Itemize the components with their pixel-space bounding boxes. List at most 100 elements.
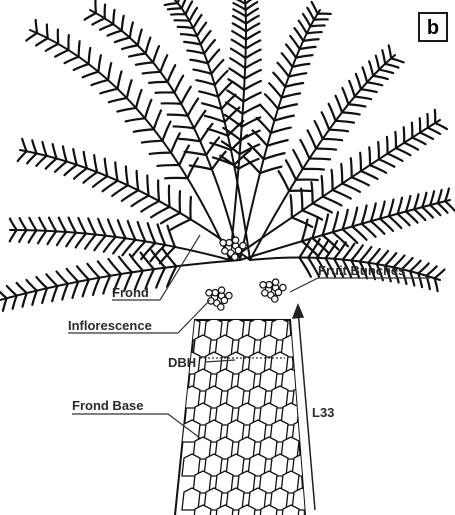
leaflet [115, 162, 117, 180]
leaflet [181, 87, 191, 104]
leaflet [32, 291, 37, 305]
leaflet [303, 169, 324, 170]
leaflet [316, 149, 336, 150]
leaflet [130, 255, 143, 271]
leaflet [360, 247, 372, 261]
leaflet [118, 71, 122, 88]
leaflet [103, 276, 110, 294]
leaflet [55, 50, 68, 57]
leaflet [333, 212, 338, 232]
leaflet [205, 116, 225, 122]
leaflet [197, 23, 206, 36]
leaflet [36, 38, 48, 45]
leaflet [109, 98, 127, 102]
leaflet [229, 68, 244, 78]
leaflet [53, 144, 57, 158]
leaflet [352, 227, 366, 240]
fruit [280, 284, 286, 290]
leaflet [115, 38, 130, 43]
leaflet [89, 48, 91, 64]
leaflet [179, 139, 200, 142]
leaflet [323, 139, 343, 140]
leaflet [430, 205, 440, 215]
leaflet [98, 55, 101, 72]
leaflet [94, 155, 97, 172]
leaflet [122, 45, 138, 49]
leaflet [336, 121, 354, 123]
leaflet [278, 104, 297, 109]
leaflet [391, 58, 404, 62]
leaflet [246, 23, 259, 31]
leaflet [174, 76, 183, 93]
leaflet [36, 20, 38, 33]
leaflet [300, 140, 309, 159]
leaflet [46, 274, 57, 286]
leaflet [158, 224, 166, 245]
leaflet [136, 62, 153, 64]
leaflet [274, 116, 294, 121]
leaflet [406, 212, 418, 223]
panel-letter: b [418, 12, 448, 42]
leaflet [362, 206, 367, 224]
leaflet [67, 269, 79, 282]
leaflet [73, 149, 77, 165]
leaflet [187, 50, 204, 53]
leaflet [161, 213, 180, 223]
leaflet [151, 207, 170, 218]
fruit [226, 292, 232, 298]
inflorescence-label: Inflorescence [68, 319, 152, 332]
leaflet [395, 132, 396, 148]
leaflet [42, 288, 47, 303]
leaflet [289, 73, 307, 76]
leaflet [181, 34, 197, 36]
leaflet [218, 82, 232, 96]
leaflet [406, 196, 410, 212]
leaflet [59, 218, 66, 232]
leaflet [422, 207, 433, 217]
leaflet [138, 222, 146, 241]
leaflet [154, 110, 161, 129]
leaflet [343, 229, 358, 243]
leaflet [285, 83, 303, 87]
leaflet [378, 142, 379, 159]
leaflet [19, 230, 26, 242]
leaflet [428, 128, 440, 134]
leaflet [168, 65, 176, 82]
leaflet [126, 118, 145, 121]
leaflet [292, 64, 309, 67]
leaflet [323, 215, 328, 236]
leaflet [39, 218, 46, 231]
leaflet [165, 3, 178, 5]
leaflet [404, 143, 418, 150]
leaflet [389, 45, 391, 58]
leaflet [355, 97, 372, 100]
leaflet [130, 22, 133, 37]
leaflet [232, 31, 246, 40]
leaflet [79, 41, 80, 57]
leaflet [26, 33, 37, 41]
leaflet [342, 88, 348, 104]
fruit-bunches-leader [290, 278, 430, 292]
leaflet [371, 203, 376, 221]
leaflet [13, 296, 17, 309]
leaflet [126, 166, 128, 185]
dbh-label: DBH [168, 356, 196, 369]
leaflet [3, 298, 7, 311]
leaflet [361, 171, 378, 179]
leaflet [410, 261, 421, 272]
leaflet [398, 198, 403, 214]
leaflet [233, 9, 246, 16]
leaflet [136, 90, 142, 108]
l33-arrow-head [293, 305, 303, 318]
leaflet [420, 133, 433, 139]
leaflet [93, 176, 107, 187]
leaflet [171, 133, 180, 152]
leaflet [438, 203, 448, 213]
leaflet [83, 72, 99, 78]
leaflet [78, 218, 86, 234]
leaflet [184, 42, 201, 45]
leaflet [307, 32, 322, 33]
leaflet [188, 158, 198, 178]
leaflet [435, 278, 438, 291]
fruit [240, 242, 246, 248]
